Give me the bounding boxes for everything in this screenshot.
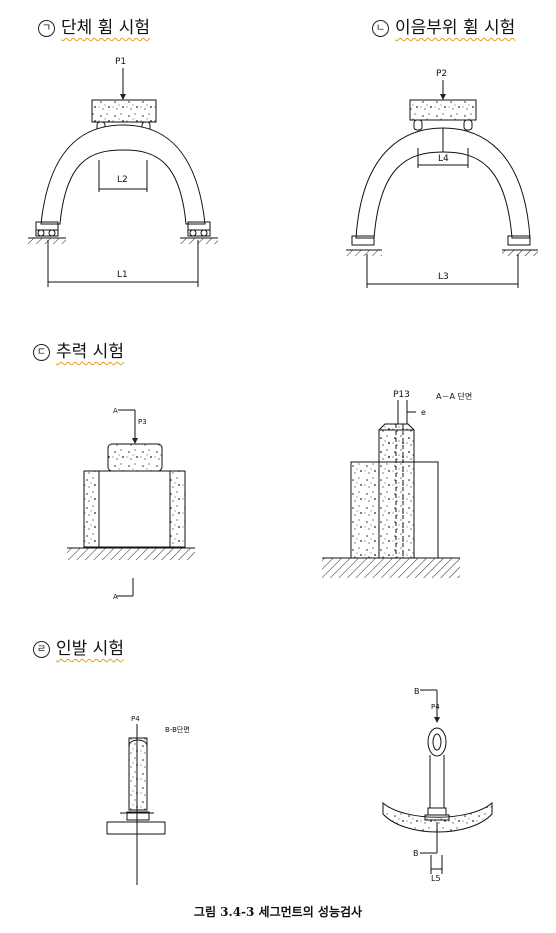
heading-pullout: ㄹ 인발 시험 xyxy=(33,634,124,659)
load-label-p4-section: P4 xyxy=(431,703,440,711)
heading-title: 추력 시험 xyxy=(56,342,124,362)
heading-title: 이음부위 휨 시험 xyxy=(395,18,516,38)
figure-caption: 그림 3.4-3 세그먼트의 성능검사 xyxy=(193,905,363,919)
joint-bending-test xyxy=(346,80,538,288)
single-bending-test xyxy=(28,68,218,287)
load-label-p2: P2 xyxy=(436,69,447,79)
pullout-test-side xyxy=(106,724,166,885)
heading-marker: ㄱ xyxy=(38,20,55,37)
heading-marker: ㄹ xyxy=(33,641,50,658)
heading-marker: ㄴ xyxy=(372,20,389,37)
dim-label-l3: L3 xyxy=(438,272,449,282)
dim-label-l2: L2 xyxy=(117,175,128,185)
section-marker-a-top: A xyxy=(113,407,118,415)
load-label-p3: P3 xyxy=(138,418,147,426)
section-marker-b-top: B xyxy=(414,687,420,696)
heading-marker: ㄷ xyxy=(33,344,50,361)
dim-label-l4: L4 xyxy=(438,154,449,164)
section-label-bb: B-B단면 xyxy=(165,725,190,734)
load-label-p4-side: P4 xyxy=(131,715,140,723)
heading-single-bending: ㄱ 단체 휨 시험 xyxy=(38,13,150,38)
pullout-test-section xyxy=(382,689,493,874)
heading-title: 단체 휨 시험 xyxy=(61,18,151,38)
thrust-test-side xyxy=(67,409,195,597)
section-marker-a-bottom: A xyxy=(113,593,118,601)
dim-label-l1: L1 xyxy=(117,270,128,280)
heading-title: 인발 시험 xyxy=(56,639,124,659)
heading-thrust: ㄷ 추력 시험 xyxy=(33,337,124,362)
eccentricity-label: e xyxy=(421,408,426,417)
dim-label-l5: L5 xyxy=(431,874,441,883)
load-label-p13: P13 xyxy=(393,390,410,400)
thrust-test-section xyxy=(322,400,460,578)
section-label-aa: A－A 단면 xyxy=(436,391,472,401)
heading-joint-bending: ㄴ 이음부위 휨 시험 xyxy=(372,13,515,38)
section-marker-b-bottom: B xyxy=(413,849,419,858)
load-label-p1: P1 xyxy=(115,57,126,67)
